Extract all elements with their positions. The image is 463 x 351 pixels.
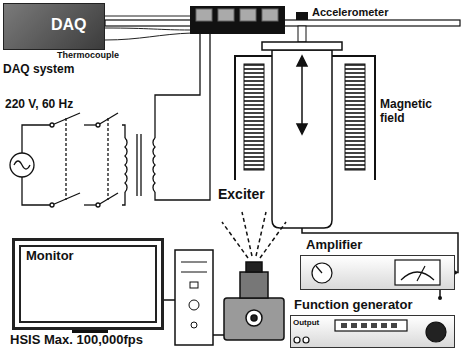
drawing-part bbox=[224, 298, 284, 340]
drawing-part bbox=[153, 138, 155, 192]
amplifier: Amplifier bbox=[300, 238, 455, 290]
drawing-part bbox=[190, 282, 198, 288]
drawing-part bbox=[22, 177, 52, 205]
camera-label: HSIS Max. 100,000fps bbox=[10, 333, 143, 348]
drawing-part bbox=[122, 192, 125, 205]
drawing-part bbox=[251, 315, 257, 321]
drawing-part bbox=[196, 9, 212, 21]
drawing-part bbox=[155, 34, 200, 138]
tower-details bbox=[181, 262, 207, 328]
drawing-part bbox=[242, 212, 252, 256]
drawing-part bbox=[96, 203, 100, 207]
drawing-part bbox=[297, 124, 307, 134]
coil-right bbox=[345, 64, 365, 170]
wire-connector bbox=[438, 290, 442, 300]
drawing-part bbox=[50, 203, 54, 207]
drawing-part bbox=[105, 16, 190, 17]
exciter: Exciter bbox=[218, 38, 340, 228]
terminal-block bbox=[190, 6, 285, 34]
computer-tower bbox=[175, 250, 213, 345]
drawing-part bbox=[240, 9, 256, 21]
motion-arrow bbox=[297, 56, 307, 134]
part-label: Magnetic field bbox=[380, 98, 440, 126]
cables bbox=[164, 300, 224, 335]
drawing-part bbox=[246, 310, 262, 326]
drawing-part bbox=[96, 123, 100, 127]
sensor-label: Thermocouple bbox=[57, 50, 119, 60]
device-label: DAQ system bbox=[3, 63, 74, 77]
device-label: Amplifier bbox=[306, 238, 362, 253]
supply-label: 220 V, 60 Hz bbox=[5, 98, 73, 112]
drawing-part bbox=[218, 9, 234, 21]
drawing-part bbox=[105, 33, 192, 40]
drawing-part bbox=[240, 272, 268, 298]
drawing-part bbox=[222, 222, 248, 258]
daq-unit: DAQ DAQ system bbox=[3, 3, 115, 77]
drawing-part bbox=[181, 272, 207, 273]
device-label: Monitor bbox=[26, 249, 74, 264]
drawing-part bbox=[140, 134, 141, 196]
drawing-part bbox=[262, 9, 278, 21]
power-circuit bbox=[10, 34, 210, 207]
drawing-part bbox=[181, 262, 207, 263]
drawing-part bbox=[301, 62, 303, 128]
device-label: Function generator bbox=[294, 298, 412, 313]
drawing-part bbox=[10, 153, 34, 177]
drawing-part bbox=[189, 300, 199, 310]
monitor: Monitor bbox=[12, 238, 164, 330]
accelerometer-sensor bbox=[296, 12, 308, 20]
drawing-part bbox=[65, 118, 66, 200]
terminal-screws bbox=[196, 9, 278, 21]
camera-view-rays bbox=[222, 212, 286, 258]
coil-left bbox=[244, 64, 264, 170]
drawing-part bbox=[191, 322, 197, 328]
drawing-part bbox=[260, 222, 286, 258]
drawing-part bbox=[155, 34, 210, 200]
drawing-part bbox=[246, 262, 262, 272]
drawing-part bbox=[438, 296, 442, 300]
drawing-part bbox=[22, 125, 52, 153]
high-speed-camera bbox=[224, 262, 284, 340]
device-label: Exciter bbox=[218, 186, 265, 202]
device-body bbox=[300, 255, 455, 290]
drawing-part bbox=[50, 123, 54, 127]
drawing-part bbox=[125, 138, 127, 192]
drawing-part bbox=[107, 118, 108, 200]
drawing-part bbox=[297, 56, 307, 66]
drawing-part bbox=[14, 161, 30, 169]
drawing-part bbox=[105, 28, 190, 30]
device-name: DAQ bbox=[51, 16, 87, 34]
drawing-part bbox=[256, 212, 266, 256]
shaker-table bbox=[262, 42, 342, 50]
armature-cylinder bbox=[272, 50, 332, 228]
shaker-rod bbox=[298, 26, 306, 42]
drawing-part bbox=[136, 134, 137, 196]
drawing-part bbox=[122, 125, 125, 138]
function-generator: Function generatorOutput bbox=[290, 298, 455, 348]
sensor-label: Accelerometer bbox=[312, 6, 388, 19]
port-label: Output bbox=[293, 318, 319, 327]
